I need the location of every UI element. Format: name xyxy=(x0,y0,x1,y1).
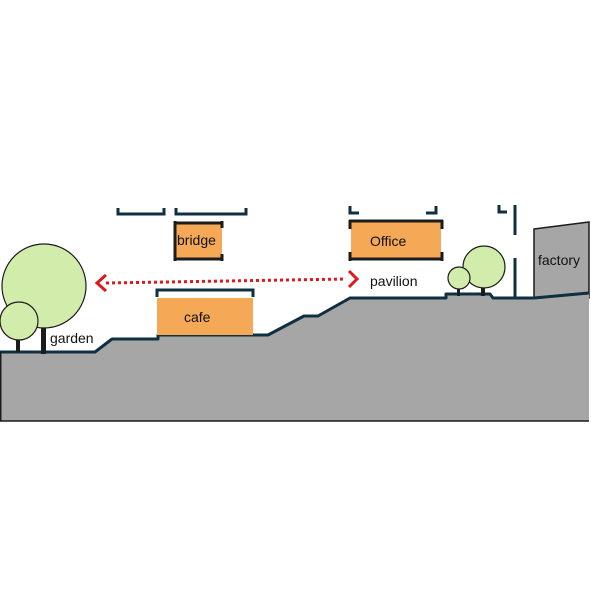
tree-icon xyxy=(462,245,506,296)
bridge-roof-bracket-left xyxy=(116,208,166,216)
cafe-label: cafe xyxy=(184,309,211,325)
office-label: Office xyxy=(370,233,407,249)
cafe-building xyxy=(157,298,253,335)
bridge-label: bridge xyxy=(177,232,216,248)
bridge-building xyxy=(173,221,224,261)
cafe-roof xyxy=(155,288,255,297)
tree-icon xyxy=(0,301,39,352)
bridge-roof-bracket-right xyxy=(174,208,248,216)
pavilion-label: pavilion xyxy=(370,273,417,289)
factory-gate-bracket xyxy=(497,205,507,214)
double-headed-dotted-arrow xyxy=(94,269,360,293)
ground-terrain xyxy=(0,293,589,421)
office-building xyxy=(348,219,444,261)
office-roof-bracket-right xyxy=(426,206,438,215)
tree-icon xyxy=(447,266,471,296)
factory-label: factory xyxy=(538,252,580,268)
garden-label: garden xyxy=(50,330,94,346)
ground-outline xyxy=(0,291,590,354)
office-roof-bracket-left xyxy=(348,206,359,215)
